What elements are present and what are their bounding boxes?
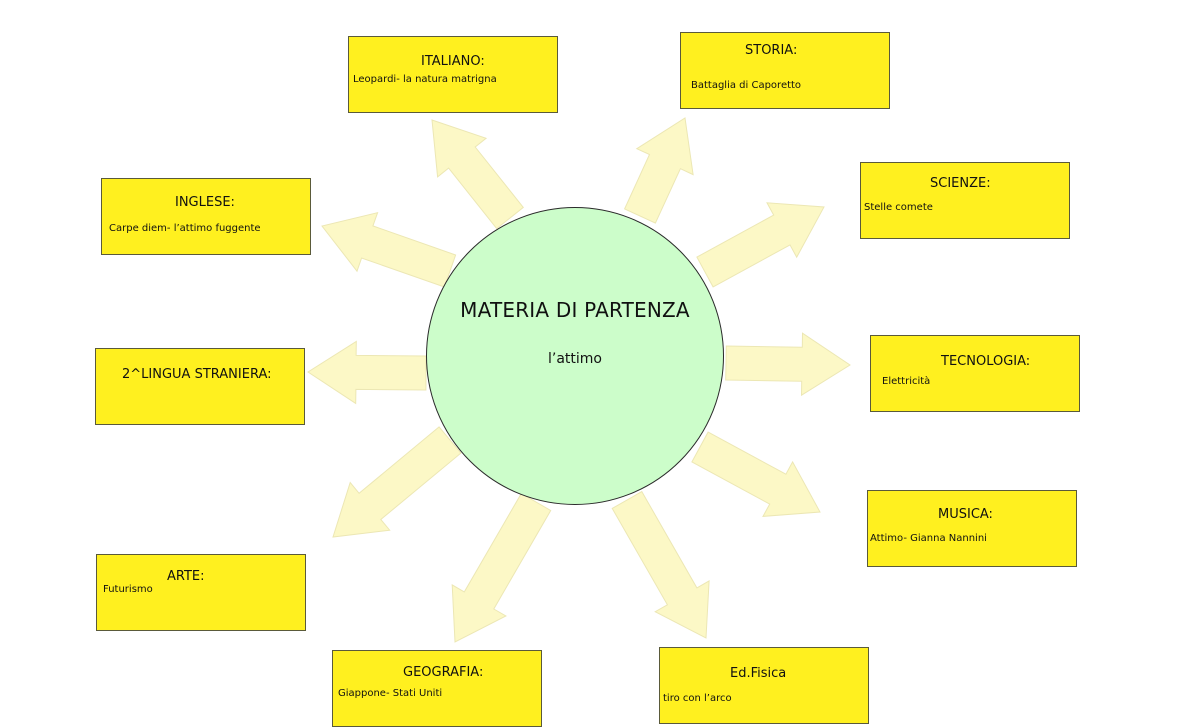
arrow-italiano — [431, 119, 525, 230]
central-topic-circle[interactable]: MATERIA DI PARTENZA l’attimo — [426, 207, 724, 505]
subject-detail: Giappone- Stati Uniti — [338, 688, 443, 699]
subject-box-italiano[interactable]: ITALIANO: Leopardi- la natura matrigna — [348, 36, 558, 113]
subject-box-arte[interactable]: ARTE: Futurismo — [96, 554, 306, 631]
arrow-scienze — [696, 202, 825, 288]
subject-title: INGLESE: — [175, 195, 235, 210]
subject-detail: Battaglia di Caporetto — [691, 80, 802, 91]
arrow-edfisica — [611, 490, 710, 639]
subject-detail: Carpe diem- l’attimo fuggente — [109, 223, 261, 234]
central-topic-subtitle: l’attimo — [548, 351, 602, 367]
subject-box-lingua2[interactable]: 2^LINGUA STRANIERA: — [95, 348, 305, 425]
arrow-tecnologia — [725, 332, 851, 397]
subject-box-edfisica[interactable]: Ed.Fisica tiro con l’arco — [659, 647, 869, 724]
arrow-geografia — [451, 492, 552, 643]
subject-box-storia[interactable]: STORIA: Battaglia di Caporetto — [680, 32, 890, 109]
arrow-lingua2 — [307, 340, 427, 405]
subject-title: ITALIANO: — [421, 54, 485, 69]
arrow-arte — [332, 426, 462, 538]
subject-title: Ed.Fisica — [730, 666, 787, 681]
subject-box-musica[interactable]: MUSICA: Attimo- Gianna Nannini — [867, 490, 1077, 567]
subject-box-scienze[interactable]: SCIENZE: Stelle comete — [860, 162, 1070, 239]
subject-box-geografia[interactable]: GEOGRAFIA: Giappone- Stati Uniti — [332, 650, 542, 727]
subject-detail: Futurismo — [103, 584, 153, 595]
subject-detail: Attimo- Gianna Nannini — [870, 533, 987, 544]
subject-title: STORIA: — [745, 43, 798, 58]
subject-box-inglese[interactable]: INGLESE: Carpe diem- l’attimo fuggente — [101, 178, 311, 255]
subject-detail: Stelle comete — [864, 202, 933, 213]
subject-title: SCIENZE: — [930, 176, 991, 191]
arrow-musica — [691, 431, 821, 517]
subject-box-tecnologia[interactable]: TECNOLOGIA: Elettricità — [870, 335, 1080, 412]
subject-detail: Elettricità — [882, 376, 931, 387]
central-topic-title: MATERIA DI PARTENZA — [460, 298, 690, 322]
subject-title: GEOGRAFIA: — [403, 665, 484, 680]
subject-title: 2^LINGUA STRANIERA: — [122, 367, 272, 382]
subject-title: TECNOLOGIA: — [941, 354, 1031, 369]
arrow-storia — [623, 117, 694, 224]
arrow-inglese — [321, 211, 457, 288]
subject-title: MUSICA: — [938, 507, 993, 522]
subject-detail: tiro con l’arco — [663, 693, 732, 704]
subject-title: ARTE: — [167, 569, 205, 584]
subject-detail: Leopardi- la natura matrigna — [353, 74, 497, 85]
